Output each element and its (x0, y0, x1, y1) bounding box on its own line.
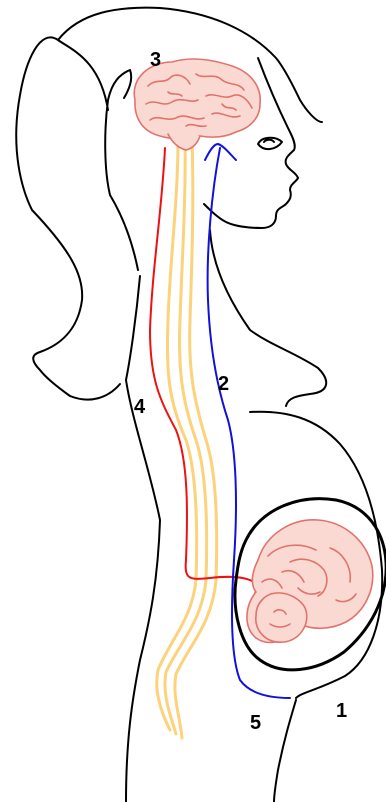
spinal-cord (157, 140, 217, 738)
brain-stem (168, 134, 200, 150)
fetus-head (256, 593, 307, 642)
label-3: 3 (150, 49, 161, 71)
label-1: 1 (336, 700, 347, 722)
brain-outline (134, 59, 260, 139)
label-4: 4 (134, 396, 146, 418)
fetus (247, 520, 373, 643)
brain-illustration (134, 59, 260, 150)
red-afferent-pathway (150, 148, 256, 606)
back-line (126, 276, 160, 802)
label-2: 2 (218, 373, 229, 395)
eye (258, 138, 282, 149)
leg-front (274, 700, 296, 802)
blue-arrowhead (205, 144, 236, 160)
spinal-cord-strand-left (157, 140, 197, 730)
label-5: 5 (250, 712, 261, 734)
uterus-with-fetus (235, 499, 386, 670)
